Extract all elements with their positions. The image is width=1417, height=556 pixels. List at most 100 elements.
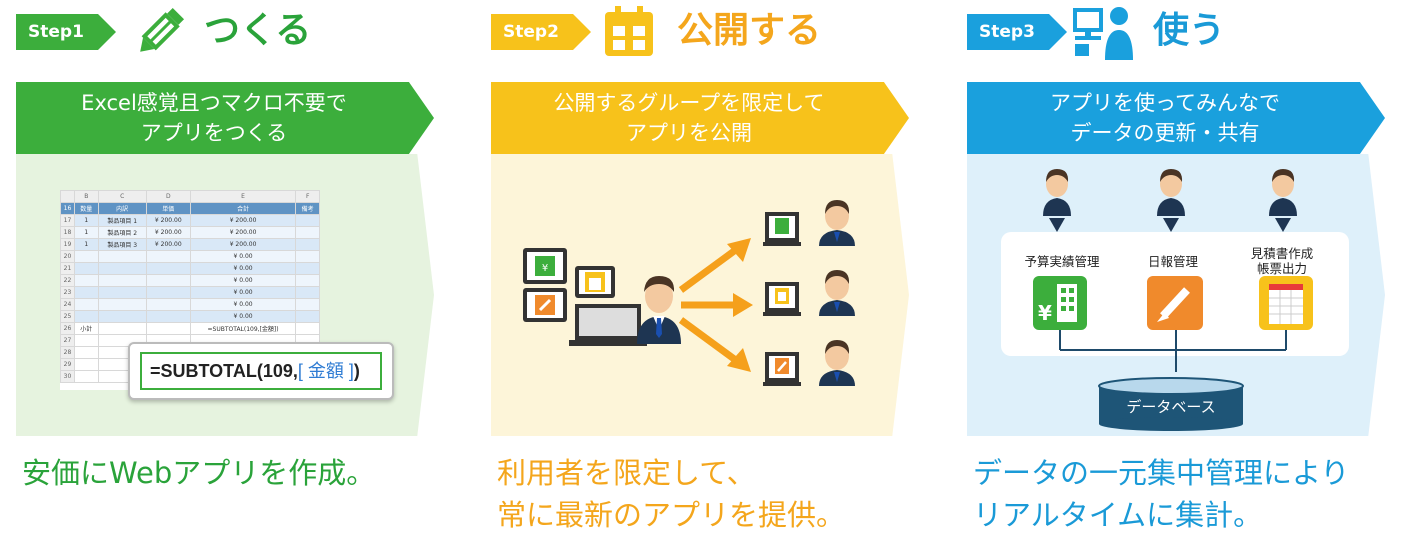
- step-tag: Step2: [491, 14, 591, 50]
- banner-line: アプリを公開: [626, 121, 752, 145]
- banner-line: 公開するグループを限定して: [553, 91, 825, 115]
- svg-text:¥: ¥: [1038, 301, 1052, 325]
- tablet-icon: [575, 266, 615, 298]
- step-tag: Step1: [16, 14, 116, 50]
- tablet-icon: ¥: [523, 248, 567, 284]
- step-title: つくる: [204, 10, 312, 51]
- table-cell: [97, 310, 147, 323]
- table-cell: B: [74, 190, 99, 203]
- table-cell: 21: [60, 262, 75, 275]
- table-cell: ¥ 0.00: [189, 286, 297, 299]
- distribution-arrows: [678, 238, 753, 372]
- table-cell: 数量: [74, 202, 99, 215]
- caption-line: データの一元集中管理により: [973, 456, 1350, 490]
- table-cell: ¥ 200.00: [145, 226, 191, 239]
- caption-line: リアルタイムに集計。: [973, 498, 1263, 532]
- table-cell: D: [145, 190, 191, 203]
- step-3: Step3 使う アプリを使ってみんなで データの更新・共有: [967, 0, 1387, 556]
- table-cell: [145, 298, 191, 311]
- formula-text: =SUBTOTAL(109,[ 金額 ]): [140, 352, 382, 390]
- table-cell: [60, 190, 75, 203]
- step-banner: Excel感覚且つマクロ不要で アプリをつくる: [16, 82, 434, 154]
- table-cell: [74, 370, 99, 383]
- table-cell: 1: [74, 226, 99, 239]
- table-cell: [295, 226, 320, 239]
- table-cell: 内訳: [97, 202, 147, 215]
- step-caption: 安価にWebアプリを作成。: [22, 452, 442, 494]
- table-cell: [97, 274, 147, 287]
- table-cell: 16: [60, 202, 75, 215]
- step-tag: Step3: [967, 14, 1067, 50]
- step-banner: アプリを使ってみんなで データの更新・共有: [967, 82, 1385, 154]
- table-cell: 30: [60, 370, 75, 383]
- table-cell: E: [189, 190, 297, 203]
- table-cell: ¥ 0.00: [189, 262, 297, 275]
- table-cell: 25: [60, 310, 75, 323]
- table-cell: 22: [60, 274, 75, 287]
- table-cell: 製品項目 1: [97, 214, 147, 227]
- arrow-up-right-icon: [678, 238, 751, 293]
- table-cell: ¥ 0.00: [189, 274, 297, 287]
- table-cell: 小計: [74, 322, 99, 335]
- table-cell: 27: [60, 334, 75, 347]
- table-cell: 1: [74, 238, 99, 251]
- laptop-icon: [569, 304, 647, 346]
- table-cell: ¥ 200.00: [189, 214, 297, 227]
- banner-line: Excel感覚且つマクロ不要で: [81, 91, 347, 115]
- database-label: データベース: [1126, 398, 1216, 416]
- caption-line: 常に最新のアプリを提供。: [497, 498, 846, 532]
- table-cell: [97, 286, 147, 299]
- table-cell: [295, 286, 320, 299]
- user-row: [1043, 169, 1297, 232]
- tablet-icon: [523, 288, 567, 322]
- table-cell: 29: [60, 358, 75, 371]
- pencil-icon: [1147, 276, 1203, 330]
- table-cell: 備考: [295, 202, 320, 215]
- table-cell: 23: [60, 286, 75, 299]
- table-cell: ¥ 200.00: [189, 238, 297, 251]
- recipients: [763, 200, 855, 386]
- table-cell: [145, 274, 191, 287]
- table-cell: 24: [60, 298, 75, 311]
- table-cell: [145, 250, 191, 263]
- banner-line: アプリを使ってみんなで: [1050, 91, 1280, 115]
- table-cell: [295, 310, 320, 323]
- table-row: 22 ¥ 0.00: [60, 274, 320, 287]
- table-cell: F: [295, 190, 320, 203]
- arrow-down-right-icon: [678, 317, 751, 372]
- database-icon: [1098, 377, 1244, 431]
- banner-line: アプリをつくる: [140, 121, 288, 145]
- person-icon: [1043, 169, 1071, 232]
- table-row: 25¥ 0.00: [60, 310, 320, 323]
- table-cell: [74, 286, 99, 299]
- svg-text:¥: ¥: [542, 263, 548, 274]
- table-cell: [145, 322, 191, 335]
- table-cell: 20: [60, 250, 75, 263]
- table-cell: [74, 298, 99, 311]
- table-cell: C: [97, 190, 147, 203]
- table-row: 23 ¥ 0.00: [60, 286, 320, 299]
- table-cell: ¥ 200.00: [145, 214, 191, 227]
- table-row: 21 ¥ 0.00: [60, 262, 320, 275]
- table-cell: [74, 346, 99, 359]
- step-banner: 公開するグループを限定して アプリを公開: [491, 82, 909, 154]
- table-cell: ¥ 0.00: [189, 298, 297, 311]
- table-cell: 19: [60, 238, 75, 251]
- table-cell: [97, 298, 147, 311]
- step-caption: 利用者を限定して、 常に最新のアプリを提供。: [497, 452, 917, 536]
- person-icon: [637, 276, 681, 344]
- app-label: 日報管理: [1147, 254, 1198, 269]
- table-cell: [74, 310, 99, 323]
- table-cell: ¥ 0.00: [189, 250, 297, 263]
- app-label: 予算実績管理: [1024, 254, 1100, 269]
- formula-callout: =SUBTOTAL(109,[ 金額 ]): [128, 342, 394, 400]
- yen-building-icon: ¥: [1033, 276, 1087, 330]
- table-cell: [295, 214, 320, 227]
